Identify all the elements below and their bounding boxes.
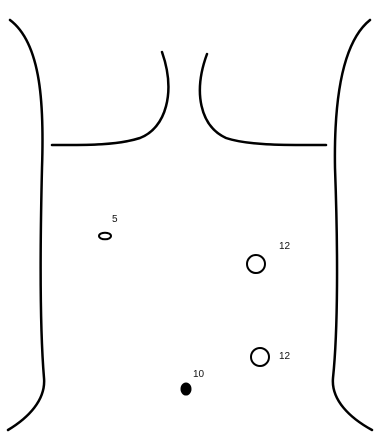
right-neck-shoulder-outline <box>200 54 326 145</box>
right-flank-outline <box>333 20 372 430</box>
port-12mm-lower-marker <box>251 348 269 366</box>
port-labels: 5 12 12 10 <box>112 214 291 380</box>
left-flank-outline <box>8 20 44 430</box>
port-12mm-upper-label: 12 <box>279 241 291 252</box>
port-5mm-marker <box>99 233 111 240</box>
port-10mm-marker <box>181 383 191 395</box>
port-markers <box>99 233 269 395</box>
port-10mm-label: 10 <box>193 369 205 380</box>
left-neck-shoulder-outline <box>52 52 168 145</box>
port-5mm-label: 5 <box>112 214 118 225</box>
port-12mm-lower-label: 12 <box>279 351 291 362</box>
port-12mm-upper-marker <box>247 255 265 273</box>
